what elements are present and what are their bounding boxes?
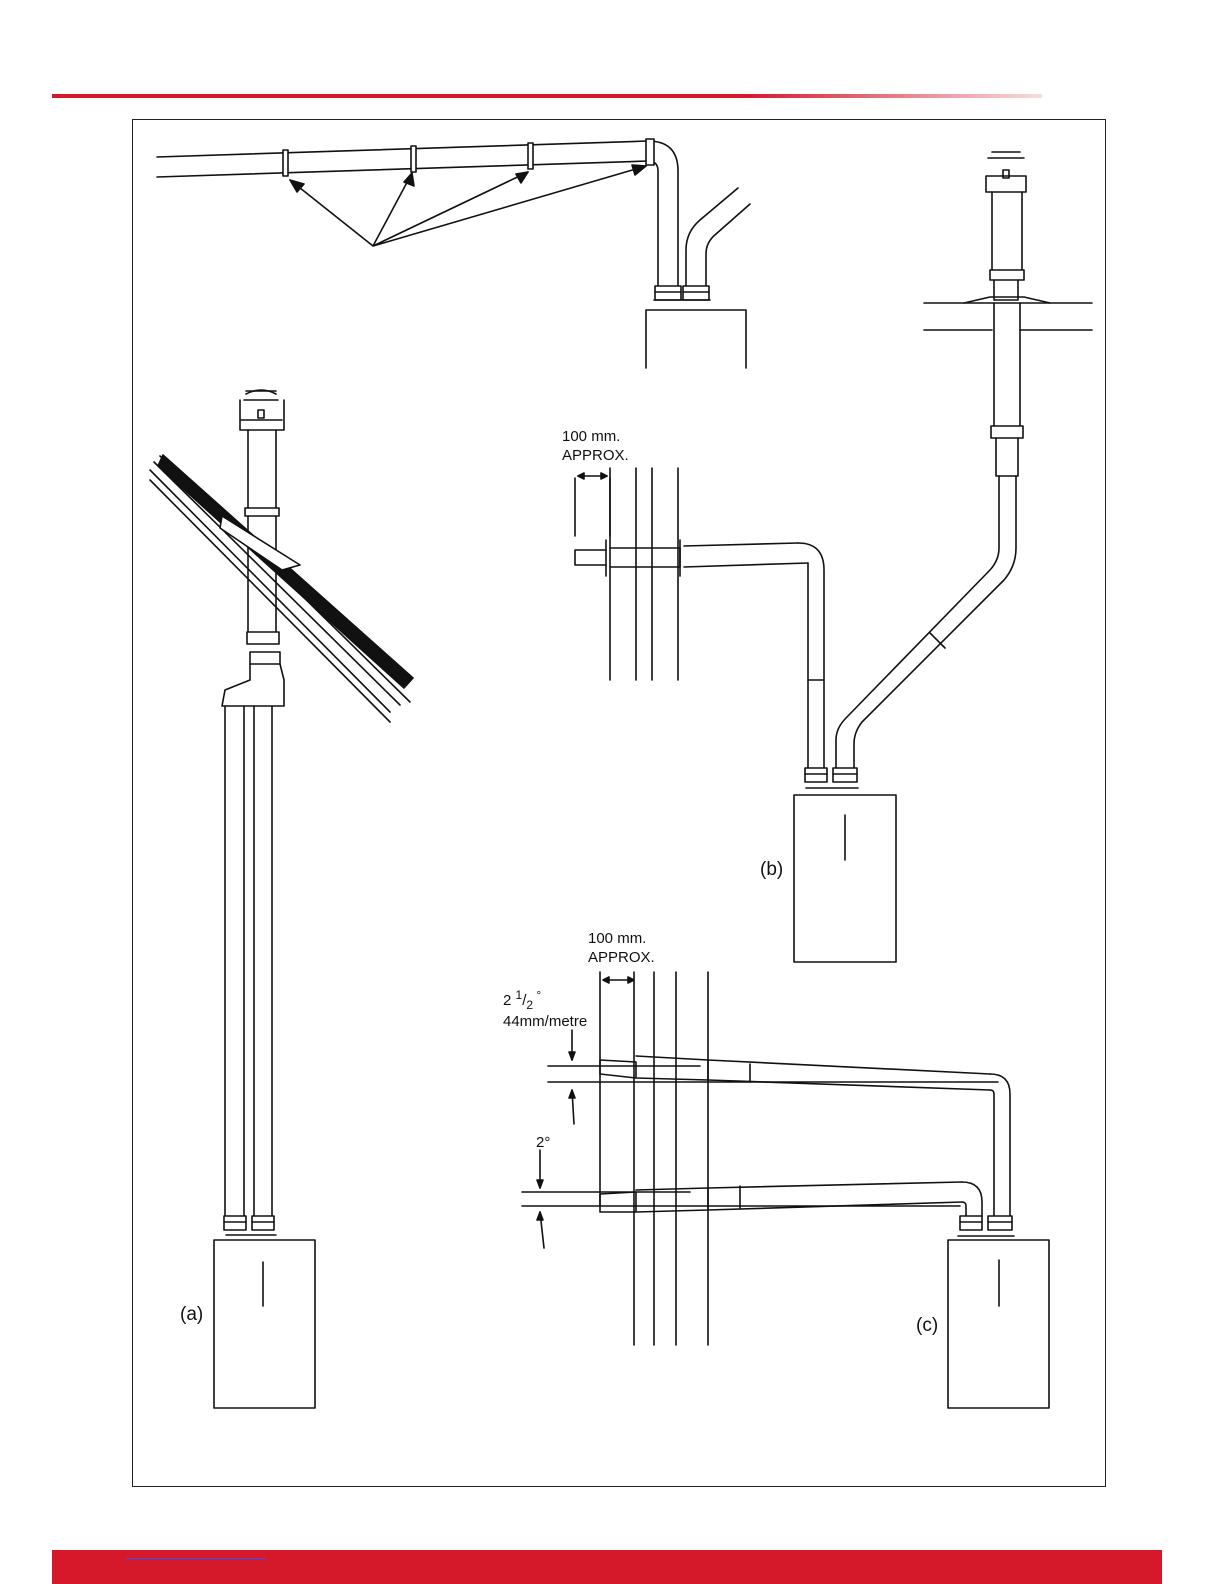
- footer-link-underline: [126, 1558, 266, 1559]
- label-a: (a): [180, 1305, 203, 1324]
- label-c: (c): [916, 1316, 938, 1335]
- footer-bar: [52, 1550, 1162, 1584]
- roof-terminal-a: [150, 390, 413, 1408]
- fall-note-c: 2 1/2 ° 44mm/metre: [503, 988, 587, 1032]
- label-b: (b): [760, 860, 783, 879]
- distance-note-b: 100 mm. APPROX.: [562, 428, 629, 466]
- angle-note-c: 2°: [536, 1134, 550, 1153]
- top-horizontal-flue-run: [157, 139, 750, 368]
- roof-terminal-b: [836, 152, 1092, 768]
- wall-terminal-c: [522, 972, 1049, 1408]
- distance-note-c: 100 mm. APPROX.: [588, 930, 655, 968]
